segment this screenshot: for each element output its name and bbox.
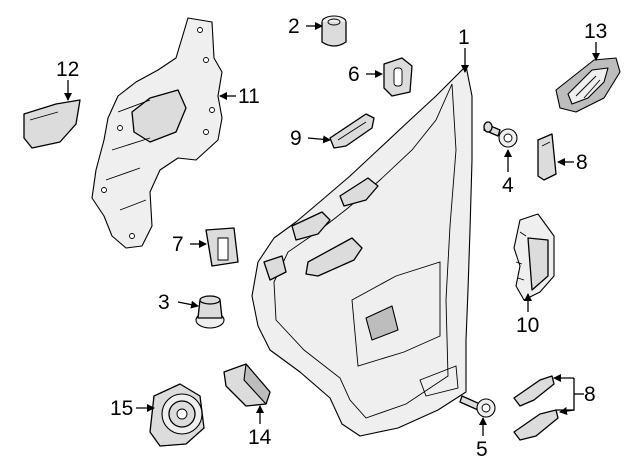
- leader-lines: [64, 22, 600, 436]
- callout-2: 2: [288, 15, 300, 38]
- handle-cover-part-9: [329, 113, 375, 149]
- leader-8-lower-bracket: [556, 378, 575, 411]
- leader-9: [307, 135, 331, 144]
- callout-8-upper: 8: [576, 151, 588, 174]
- handle-part-13: [555, 57, 621, 113]
- callout-5: 5: [476, 438, 488, 461]
- grille-trim-part-10: [513, 213, 555, 301]
- callout-13: 13: [584, 20, 607, 43]
- callout-4: 4: [502, 174, 514, 197]
- trim-part-8-lower-b: [513, 409, 559, 441]
- callout-12: 12: [56, 58, 79, 81]
- screw-part-5: [459, 395, 496, 418]
- callout-14: 14: [248, 426, 272, 449]
- callout-labels: 1 2 3 4 5 6 7 8 8 9 10 11 12 13 14 15: [56, 15, 607, 461]
- bolt-part-4: [483, 121, 518, 148]
- callout-15: 15: [110, 397, 133, 420]
- callout-7: 7: [172, 233, 184, 256]
- trim-part-8-upper: [537, 133, 557, 181]
- leader-3: [177, 300, 199, 309]
- callout-11: 11: [238, 85, 260, 108]
- block-part-14: [223, 363, 271, 407]
- clip-part-6: [383, 57, 413, 97]
- cover-part-12: [23, 99, 81, 149]
- door-trim-panel-part-1: [251, 65, 473, 437]
- callout-6: 6: [348, 63, 360, 86]
- inner-bracket-part-11: [91, 17, 223, 249]
- callout-8-lower: 8: [584, 383, 596, 406]
- callout-9: 9: [290, 127, 302, 150]
- trim-part-8-lower-a: [513, 375, 555, 407]
- push-pin-part-3: [195, 295, 225, 329]
- callout-10: 10: [516, 314, 539, 337]
- clip-part-7: [205, 227, 239, 267]
- callout-1: 1: [458, 26, 470, 49]
- pin-part-2: [321, 15, 347, 47]
- speaker-part-15: [149, 383, 205, 447]
- callout-3: 3: [158, 291, 170, 314]
- leader-8-lower-b: [559, 407, 575, 415]
